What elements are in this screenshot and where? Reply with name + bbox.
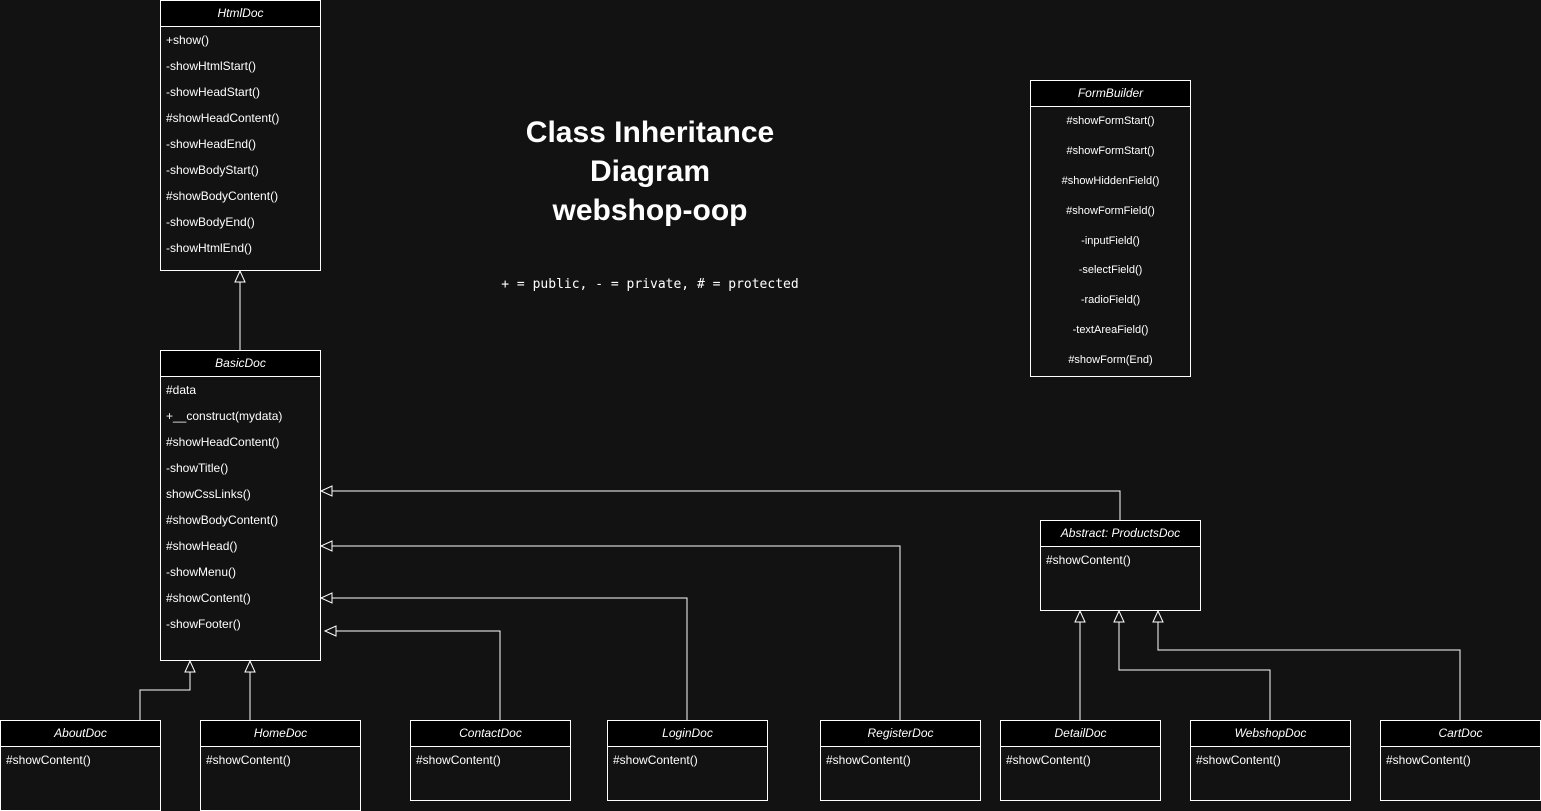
class-member: #showContent() (1006, 753, 1091, 767)
arrowhead-basicdoc-registerdoc (319, 540, 333, 552)
class-aboutdoc: AboutDoc #showContent() (0, 720, 161, 811)
class-member: showCssLinks() (166, 487, 251, 501)
class-name: AboutDoc (1, 721, 160, 747)
class-member: #showBodyContent() (166, 189, 279, 203)
class-name: ContactDoc (411, 721, 570, 747)
edge-cartdoc-productsdoc (1157, 622, 1461, 720)
arrowhead-productsdoc-cartdoc (1152, 609, 1164, 623)
class-htmldoc: HtmlDoc +show() -showHtmlStart() -showHe… (160, 0, 321, 271)
class-member: -showFooter() (166, 617, 241, 631)
class-formbuilder: FormBuilder #showFormStart() #showFormSt… (1030, 80, 1191, 377)
class-member: #data (166, 383, 197, 397)
edge-productsdoc-basicdoc (332, 490, 1121, 520)
class-member: -showBodyStart() (166, 163, 259, 177)
class-name: HomeDoc (201, 721, 360, 747)
class-member: -showHeadEnd() (166, 137, 257, 151)
class-name: WebshopDoc (1191, 721, 1350, 747)
class-logindoc: LoginDoc #showContent() (607, 720, 768, 801)
class-member: #showContent() (166, 591, 251, 605)
class-member: #showForm(End) (1068, 354, 1153, 367)
class-basicdoc: BasicDoc #data +__construct(mydata) #sho… (160, 350, 321, 661)
class-member: -textAreaField() (1072, 324, 1149, 337)
class-member: #showFormStart() (1066, 144, 1155, 157)
class-member: #showContent() (1196, 753, 1281, 767)
class-name: BasicDoc (161, 351, 320, 377)
arrowhead-basicdoc-logindoc (319, 592, 333, 604)
class-name: RegisterDoc (821, 721, 980, 747)
class-member: #showContent() (416, 753, 501, 767)
class-member: -showMenu() (166, 565, 237, 579)
class-member: #showHead() (166, 539, 238, 553)
class-member: #showContent() (1386, 753, 1471, 767)
arrowhead-basicdoc-homedoc (244, 659, 256, 673)
edge-aboutdoc-basicdoc (139, 672, 191, 720)
class-name: HtmlDoc (161, 1, 320, 27)
class-member: +__construct(mydata) (166, 409, 283, 423)
class-member: #showFormField() (1066, 204, 1155, 217)
class-member: #showHeadContent() (166, 111, 280, 125)
arrowhead-basicdoc-contactdoc (323, 625, 337, 637)
class-member: #showContent() (613, 753, 698, 767)
class-member: #showHiddenField() (1061, 174, 1160, 187)
class-registerdoc: RegisterDoc #showContent() (820, 720, 981, 801)
class-member: +show() (166, 33, 210, 47)
arrowhead-basicdoc-aboutdoc (184, 659, 196, 673)
class-productsdoc: Abstract: ProductsDoc #showContent() (1040, 520, 1201, 611)
class-webshopdoc: WebshopDoc #showContent() (1190, 720, 1351, 801)
class-member: -selectField() (1078, 264, 1143, 277)
class-name: LoginDoc (608, 721, 767, 747)
class-member: -showTitle() (166, 461, 229, 475)
edge-contactdoc-basicdoc (336, 630, 501, 720)
class-member: -showHtmlEnd() (166, 241, 253, 255)
arrowhead-htmldoc (234, 269, 246, 283)
class-name: Abstract: ProductsDoc (1041, 521, 1200, 547)
class-member: #showFormStart() (1066, 115, 1155, 127)
class-member: #showContent() (6, 753, 91, 767)
class-member: #showHeadContent() (166, 435, 280, 449)
class-cartdoc: CartDoc #showContent() (1380, 720, 1541, 801)
class-contactdoc: ContactDoc #showContent() (410, 720, 571, 801)
class-detaildoc: DetailDoc #showContent() (1000, 720, 1161, 801)
class-member: -showBodyEnd() (166, 215, 255, 229)
diagram-title: Class Inheritance Diagram webshop-oop (470, 113, 830, 230)
class-name: DetailDoc (1001, 721, 1160, 747)
class-member: #showContent() (826, 753, 911, 767)
title-line-2: Diagram (589, 155, 711, 188)
edge-registerdoc-basicdoc (332, 545, 901, 720)
class-member: -inputField() (1081, 234, 1140, 247)
arrowhead-productsdoc-webshopdoc (1113, 609, 1125, 623)
edge-logindoc-basicdoc (332, 597, 688, 720)
class-member: #showContent() (1046, 553, 1131, 567)
title-line-3: webshop-oop (552, 194, 748, 227)
class-member: -showHtmlStart() (166, 59, 257, 73)
class-member: #showContent() (206, 753, 291, 767)
class-name: FormBuilder (1031, 81, 1190, 107)
class-member: #showBodyContent() (166, 513, 279, 527)
class-member: -showHeadStart() (166, 85, 261, 99)
arrowhead-basicdoc-productsdoc (319, 485, 333, 497)
edge-webshopdoc-productsdoc (1118, 622, 1271, 720)
class-name: CartDoc (1381, 721, 1540, 747)
visibility-legend: + = public, - = private, # = protected (501, 277, 799, 292)
class-member: -radioField() (1080, 294, 1141, 307)
title-line-1: Class Inheritance (525, 116, 775, 149)
class-homedoc: HomeDoc #showContent() (200, 720, 361, 811)
arrowhead-productsdoc-detaildoc (1074, 609, 1086, 623)
